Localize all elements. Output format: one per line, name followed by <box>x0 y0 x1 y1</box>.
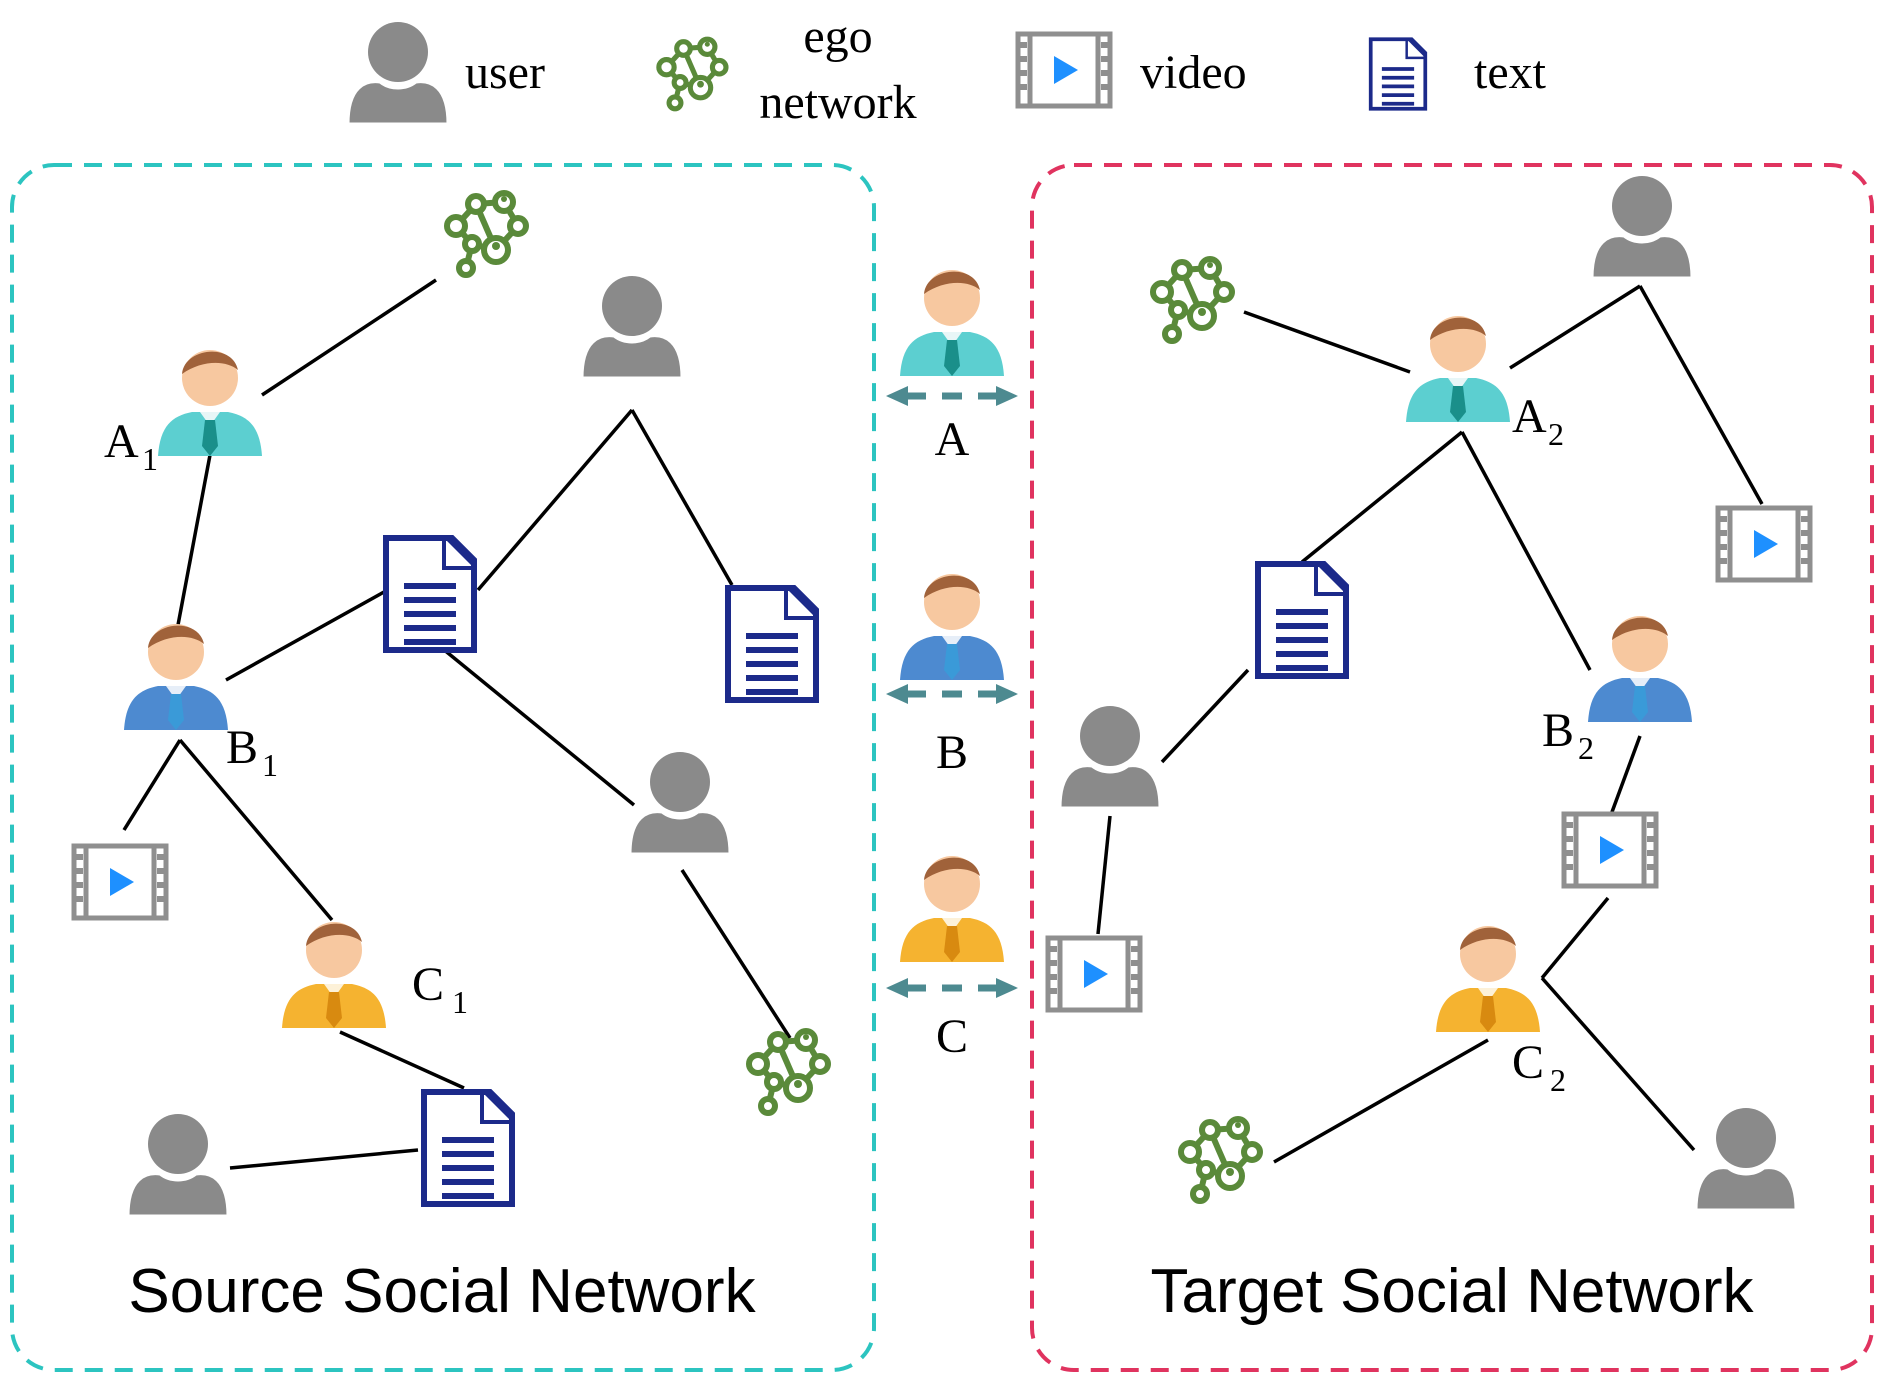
svg-text:C: C <box>412 958 444 1011</box>
target-panel-title: Target Social Network <box>1150 1257 1754 1326</box>
legend-user-label: user <box>465 46 545 99</box>
target-label-c: C 2 <box>1512 1036 1566 1098</box>
anchor-arrow-a <box>886 386 1018 406</box>
target-user-b-icon <box>1588 616 1692 722</box>
svg-text:2: 2 <box>1578 730 1594 766</box>
svg-text:1: 1 <box>452 984 468 1020</box>
target-video-icon-2 <box>1564 814 1656 886</box>
user-icon <box>346 20 450 126</box>
anchor-user-b-icon <box>900 574 1004 680</box>
source-panel-title: Source Social Network <box>128 1257 756 1326</box>
source-panel-border <box>10 163 876 1372</box>
source-label-c: C 1 <box>412 958 468 1020</box>
source-label-b: B 1 <box>226 721 278 783</box>
source-text-doc-icon-2 <box>728 588 816 700</box>
source-user-c-icon <box>282 922 386 1028</box>
target-user-c-icon <box>1436 926 1540 1032</box>
svg-text:A: A <box>1512 390 1547 443</box>
legend-video-label: video <box>1140 46 1247 99</box>
source-user-b-icon <box>124 624 228 730</box>
source-user-icon-3 <box>126 1112 230 1218</box>
anchor-user-c-icon <box>900 856 1004 962</box>
target-video-icon-1 <box>1718 508 1810 580</box>
anchor-label-c: C <box>936 1010 968 1063</box>
legend: user ego network video text <box>346 10 1547 129</box>
target-user-icon-2 <box>1058 704 1162 810</box>
video-icon <box>1018 34 1110 106</box>
anchor-arrow-b <box>886 684 1018 704</box>
anchor-user-a-icon <box>900 270 1004 376</box>
svg-text:A: A <box>104 415 139 468</box>
source-text-doc-icon-3 <box>424 1092 512 1204</box>
svg-text:2: 2 <box>1548 416 1564 452</box>
anchor-label-b: B <box>936 726 968 779</box>
source-ego-network-icon-2 <box>749 1031 828 1113</box>
svg-text:1: 1 <box>262 747 278 783</box>
legend-ego-label-line2: network <box>759 76 916 129</box>
target-label-b: B 2 <box>1542 704 1594 766</box>
source-text-doc-icon-1 <box>386 538 474 650</box>
legend-text-label: text <box>1474 46 1547 99</box>
anchor-label-a: A <box>935 413 970 466</box>
svg-text:2: 2 <box>1550 1062 1566 1098</box>
source-user-icon-1 <box>580 274 684 380</box>
anchor-arrow-c <box>886 978 1018 998</box>
source-user-icon-2 <box>628 750 732 856</box>
source-ego-network-icon-1 <box>447 193 526 275</box>
target-user-a-icon <box>1406 316 1510 422</box>
target-edges <box>1096 284 1764 1164</box>
target-video-icon-3 <box>1048 938 1140 1010</box>
target-ego-network-icon-1 <box>1153 259 1232 341</box>
svg-text:C: C <box>1512 1036 1544 1089</box>
target-ego-network-icon-2 <box>1181 1119 1260 1201</box>
target-user-icon-1 <box>1590 174 1694 280</box>
source-label-a: A 1 <box>104 415 158 477</box>
target-text-doc-icon-1 <box>1258 564 1346 676</box>
text-doc-icon <box>1368 37 1428 111</box>
target-panel-border <box>1030 163 1874 1372</box>
target-label-a: A 2 <box>1512 390 1564 452</box>
ego-network-icon <box>659 39 726 109</box>
source-video-icon-1 <box>74 846 166 918</box>
target-user-icon-3 <box>1694 1106 1798 1212</box>
source-user-a-icon <box>158 350 262 456</box>
legend-ego-label-line1: ego <box>803 10 872 63</box>
svg-text:B: B <box>1542 704 1574 757</box>
svg-text:1: 1 <box>142 441 158 477</box>
source-edges <box>122 278 792 1170</box>
svg-text:B: B <box>226 721 258 774</box>
